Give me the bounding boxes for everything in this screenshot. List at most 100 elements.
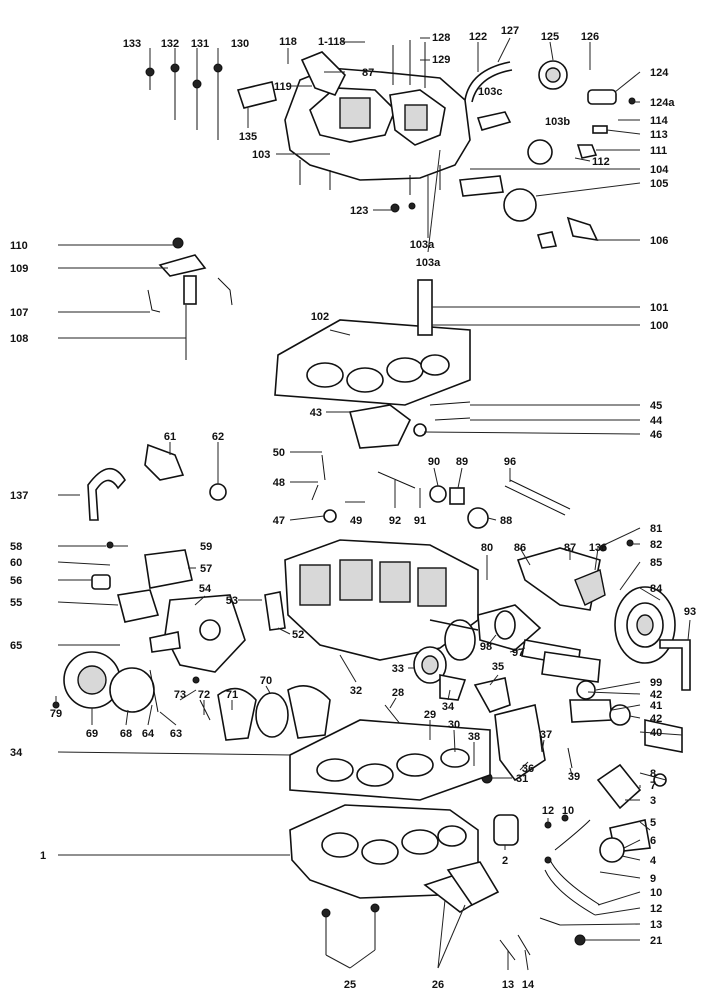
- part-label-p42b: 42: [650, 713, 662, 725]
- part-label-p36: 36: [522, 763, 534, 775]
- part-label-p3: 3: [650, 795, 656, 807]
- air-horn-cover: [284, 67, 471, 195]
- part-label-p42a: 42: [650, 689, 662, 701]
- part-label-p58: 58: [10, 541, 22, 553]
- main-body: [284, 539, 479, 661]
- part-label-p84: 84: [650, 583, 663, 595]
- part-label-p10a: 10: [562, 805, 574, 817]
- part-label-p26: 26: [432, 979, 444, 991]
- part-label-p13a: 13: [650, 919, 662, 931]
- part-label-p10b: 10: [650, 887, 662, 899]
- part-label-p56: 56: [10, 575, 22, 587]
- part-label-p111: 111: [650, 145, 667, 157]
- part-label-p88: 88: [500, 515, 512, 527]
- part-label-p87a: 87: [362, 67, 374, 79]
- part-label-p81: 81: [650, 523, 662, 535]
- part-label-p54: 54: [199, 583, 212, 595]
- part-label-p112: 112: [592, 156, 610, 168]
- part-label-p70: 70: [260, 675, 272, 687]
- part-label-p133: 133: [123, 38, 141, 50]
- part-label-p46: 46: [650, 429, 662, 441]
- accelerator-pump-left: [52, 541, 331, 741]
- pump-jets-middle: [384, 646, 683, 784]
- part-label-p52: 52: [292, 629, 304, 641]
- part-label-p62: 62: [212, 431, 224, 443]
- part-label-p2: 2: [502, 855, 508, 867]
- part-label-p127: 127: [501, 25, 519, 37]
- part-label-p47: 47: [273, 515, 285, 527]
- part-label-p135: 135: [239, 131, 257, 143]
- part-label-p7: 7: [650, 780, 656, 792]
- part-label-p103a2: 103a: [416, 257, 441, 269]
- choke-pulldown-group: [390, 60, 636, 249]
- part-label-p136: 136: [589, 542, 607, 554]
- part-label-p102: 102: [311, 311, 329, 323]
- part-label-p82: 82: [650, 539, 662, 551]
- part-label-p1: 1: [40, 850, 46, 862]
- part-label-p71: 71: [226, 689, 238, 701]
- part-label-p48: 48: [273, 477, 285, 489]
- part-label-p89: 89: [456, 456, 468, 468]
- part-label-p43: 43: [310, 407, 322, 419]
- diaphragm-right: [477, 539, 691, 691]
- throttle-base: [289, 804, 519, 955]
- part-label-p96: 96: [504, 456, 516, 468]
- part-label-p13b: 13: [502, 979, 514, 991]
- needle-valve-group: [87, 401, 571, 529]
- part-label-p9: 9: [650, 873, 656, 885]
- part-label-p39: 39: [568, 771, 580, 783]
- part-label-p4: 4: [650, 855, 657, 867]
- part-label-p73: 73: [174, 689, 186, 701]
- part-label-p113: 113: [650, 129, 668, 141]
- part-label-p99: 99: [650, 677, 662, 689]
- part-label-p45: 45: [650, 400, 662, 412]
- part-label-p64: 64: [142, 728, 155, 740]
- part-label-p40: 40: [650, 727, 662, 739]
- part-label-p118b: 1-118: [318, 36, 346, 48]
- part-label-p105: 105: [650, 178, 668, 190]
- part-label-p14: 14: [522, 979, 535, 991]
- gasket-plate-top: [274, 279, 471, 406]
- part-label-p33: 33: [392, 663, 404, 675]
- part-label-p55: 55: [10, 597, 22, 609]
- part-label-p6: 6: [650, 835, 656, 847]
- part-label-p137: 137: [10, 490, 28, 502]
- part-label-p59: 59: [200, 541, 212, 553]
- part-label-p65: 65: [10, 640, 22, 652]
- part-label-p125: 125: [541, 31, 559, 43]
- part-label-p21: 21: [650, 935, 662, 947]
- part-label-p61: 61: [164, 431, 176, 443]
- part-label-p110: 110: [10, 240, 28, 252]
- part-label-p103: 103: [252, 149, 270, 161]
- part-label-p103c: 103c: [478, 86, 502, 98]
- part-label-p29: 29: [424, 709, 436, 721]
- part-label-p32: 32: [350, 685, 362, 697]
- part-label-p98: 98: [480, 641, 492, 653]
- throttle-linkage-right: [499, 763, 667, 961]
- part-label-p103b: 103b: [545, 116, 570, 128]
- part-label-p28: 28: [392, 687, 404, 699]
- part-label-p87b: 87: [564, 542, 576, 554]
- part-label-p131: 131: [191, 38, 209, 50]
- part-label-p85: 85: [650, 557, 662, 569]
- part-label-p49: 49: [350, 515, 362, 527]
- part-label-p93: 93: [684, 606, 696, 618]
- part-label-p92: 92: [389, 515, 401, 527]
- part-label-p31: 31: [516, 773, 528, 785]
- part-label-p124: 124: [650, 67, 669, 79]
- part-label-p35: 35: [492, 661, 504, 673]
- part-label-p80: 80: [481, 542, 493, 554]
- part-label-p69: 69: [86, 728, 98, 740]
- part-label-p126: 126: [581, 31, 599, 43]
- part-label-p12b: 12: [650, 903, 662, 915]
- part-label-p44: 44: [650, 415, 663, 427]
- part-label-p30: 30: [448, 719, 460, 731]
- part-label-p97: 97: [512, 647, 524, 659]
- part-label-p108: 108: [10, 333, 28, 345]
- part-label-p122: 122: [469, 31, 487, 43]
- linkage-top-left: [147, 237, 233, 360]
- leader-lines: [55, 37, 691, 971]
- part-label-p34a: 34: [442, 701, 455, 713]
